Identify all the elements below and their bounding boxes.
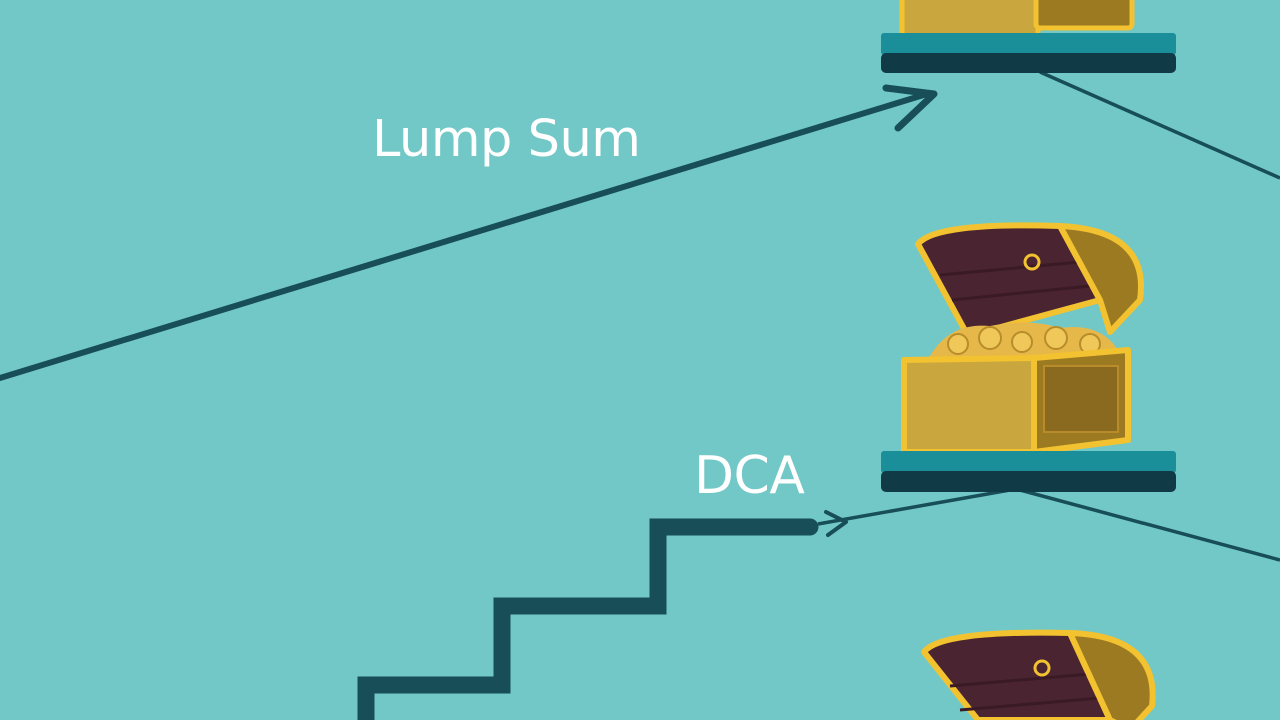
middle-shelf-exit-line <box>1019 488 1280 562</box>
top-shelf-exit-line <box>1039 70 1280 180</box>
treasure-chest-open-icon <box>921 629 1156 720</box>
lump-sum-label: Lump Sum <box>372 110 641 169</box>
lump-sum-arrow <box>0 84 938 381</box>
dca-label: DCA <box>694 446 805 506</box>
middle-shelf <box>881 222 1176 492</box>
arrowhead-icon <box>824 510 848 537</box>
treasure-chest-closed-icon <box>899 0 1135 39</box>
bottom-shelf <box>921 629 1156 720</box>
treasure-chest-open-icon <box>901 222 1144 455</box>
dca-staircase <box>357 488 1011 720</box>
top-shelf <box>881 0 1176 73</box>
arrowhead-icon <box>882 84 938 132</box>
